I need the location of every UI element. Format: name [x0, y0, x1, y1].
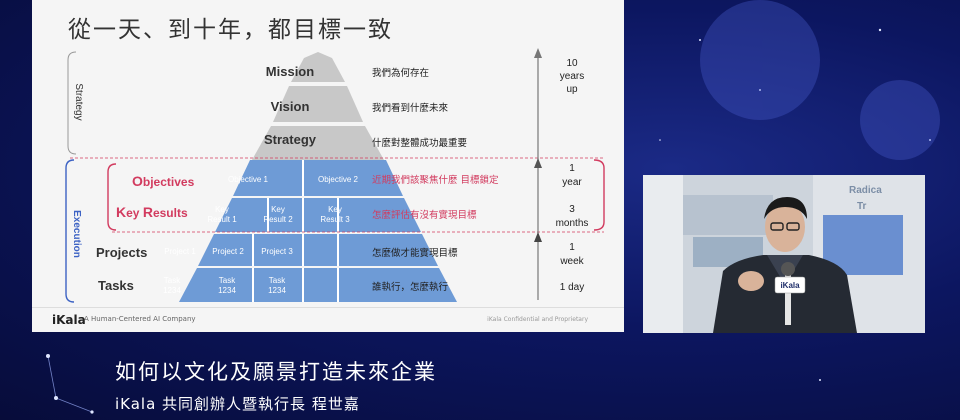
strategy-description: 什麼對整體成功最重要	[372, 137, 467, 149]
brand-tagline: A Human-Centered AI Company	[84, 315, 196, 323]
projects-description: 怎麼做才能實現目標	[372, 247, 458, 259]
key-results-initial-k: K	[116, 204, 126, 220]
ikala-logo: iKala	[52, 313, 86, 327]
task-3-line1: Task	[269, 276, 286, 285]
key-results-rest: esults	[153, 206, 188, 220]
timeframe-3-months-line2: months	[556, 218, 589, 229]
slide-title: 從一天、到十年，都目標一致	[68, 17, 393, 43]
key-result-1-line2: Result 1	[207, 215, 237, 224]
pyramid-strategy-tier	[252, 126, 384, 160]
strategy-label: Strategy	[264, 132, 317, 147]
speaker-webcam-feed: Radica Tr iKala	[643, 175, 925, 333]
speaker-head	[765, 202, 805, 252]
project-3-cell: Project 3	[261, 247, 293, 256]
strategy-bracket	[67, 51, 77, 155]
timeframe-1-day: 1 day	[560, 282, 584, 293]
mic-flag	[774, 276, 806, 294]
timeframe-3-months-line1: 3	[569, 204, 575, 215]
key-result-1-line1: Key	[215, 205, 229, 214]
key-results-row-label: Key Results	[116, 204, 188, 220]
execution-side-label: Execution	[71, 210, 82, 258]
timeframe-1-year-line1: 1	[569, 163, 575, 174]
slide-footer: iKala A Human-Centered AI Company iKala …	[32, 307, 624, 332]
pyramid-objectives-tier	[233, 160, 403, 196]
background-sign-2: Tr	[857, 201, 867, 212]
timeframe-10-years-line3: up	[566, 84, 578, 95]
timeframe-10-years-line1: 10	[566, 58, 578, 69]
pyramid-key-results-tier	[215, 198, 421, 232]
okr-pyramid-diagram: .lbl { font-family:"Liberation Sans", sa…	[65, 48, 605, 303]
projects-row-label: Projects	[96, 245, 147, 260]
task-1-line1: Task	[164, 276, 181, 285]
pyramid-vision-tier	[273, 86, 363, 122]
confidential-notice: iKala Confidential and Proprietary	[487, 316, 588, 323]
key-results-initial-r: R	[143, 204, 153, 220]
okr-bracket	[107, 163, 117, 231]
speaker-name-caption: iKala 共同創辦人暨執行長 程世嘉	[115, 395, 360, 413]
vision-label: Vision	[271, 99, 310, 114]
background-sign-1: Radica	[849, 185, 882, 196]
objectives-row-label: Objectives	[132, 173, 195, 189]
execution-bracket	[65, 159, 75, 303]
task-2-line2: 1234	[218, 286, 236, 295]
speaker-hand	[738, 271, 764, 291]
objectives-description: 近期我們該聚焦什麼 目標鎖定	[372, 174, 499, 186]
key-result-2-line2: Result 2	[263, 215, 293, 224]
key-result-3-line2: Result 3	[320, 215, 350, 224]
speaker-hair	[764, 197, 807, 219]
timeframe-bracket	[593, 159, 605, 231]
timeframe-10-years-line2: years	[560, 71, 584, 82]
microphone	[785, 267, 791, 325]
mic-flag-label: iKala	[780, 281, 800, 290]
key-results-mid: ey	[126, 206, 143, 220]
speaker-glasses	[770, 222, 784, 231]
pyramid-tasks-tier	[179, 268, 457, 302]
project-1-cell: Project 1	[164, 247, 196, 256]
key-result-2-line1: Key	[271, 205, 285, 214]
timeframe-1-week-line2: week	[559, 256, 584, 267]
tasks-description: 誰執行，怎麼執行	[372, 281, 449, 293]
timeline-arrow-mid-icon	[534, 158, 542, 168]
speaker-video: Radica Tr iKala	[643, 175, 925, 333]
timeframe-1-week-line1: 1	[569, 242, 575, 253]
key-results-description: 怎麼評估有沒有實現目標	[372, 209, 477, 221]
pyramid-tip	[304, 52, 332, 58]
mission-description: 我們為何存在	[372, 67, 429, 79]
task-2-line1: Task	[219, 276, 236, 285]
task-1-line2: 1234	[163, 286, 181, 295]
objective-2-cell: Objective 2	[318, 175, 359, 184]
timeline-arrow-low-icon	[534, 232, 542, 242]
strategy-side-label: Strategy	[73, 83, 84, 120]
vision-description: 我們看到什麼未來	[372, 102, 449, 114]
timeline-arrow-top-icon	[534, 48, 542, 58]
key-result-3-line1: Key	[328, 205, 342, 214]
pyramid-projects-tier	[198, 234, 438, 266]
timeframe-1-year-line2: year	[562, 177, 582, 188]
objectives-initial: O	[132, 173, 143, 189]
mission-label: Mission	[266, 64, 314, 79]
objective-1-cell: Objective 1	[228, 175, 269, 184]
talk-title-caption: 如何以文化及願景打造未來企業	[115, 360, 437, 384]
task-3-line2: 1234	[268, 286, 286, 295]
presentation-slide: 從一天、到十年，都目標一致 .lbl { font-family:"Libera…	[32, 0, 624, 332]
project-2-cell: Project 2	[212, 247, 244, 256]
tasks-row-label: Tasks	[98, 278, 134, 293]
objectives-rest: bjectives	[143, 175, 195, 189]
pyramid-mission-tier	[291, 58, 345, 82]
